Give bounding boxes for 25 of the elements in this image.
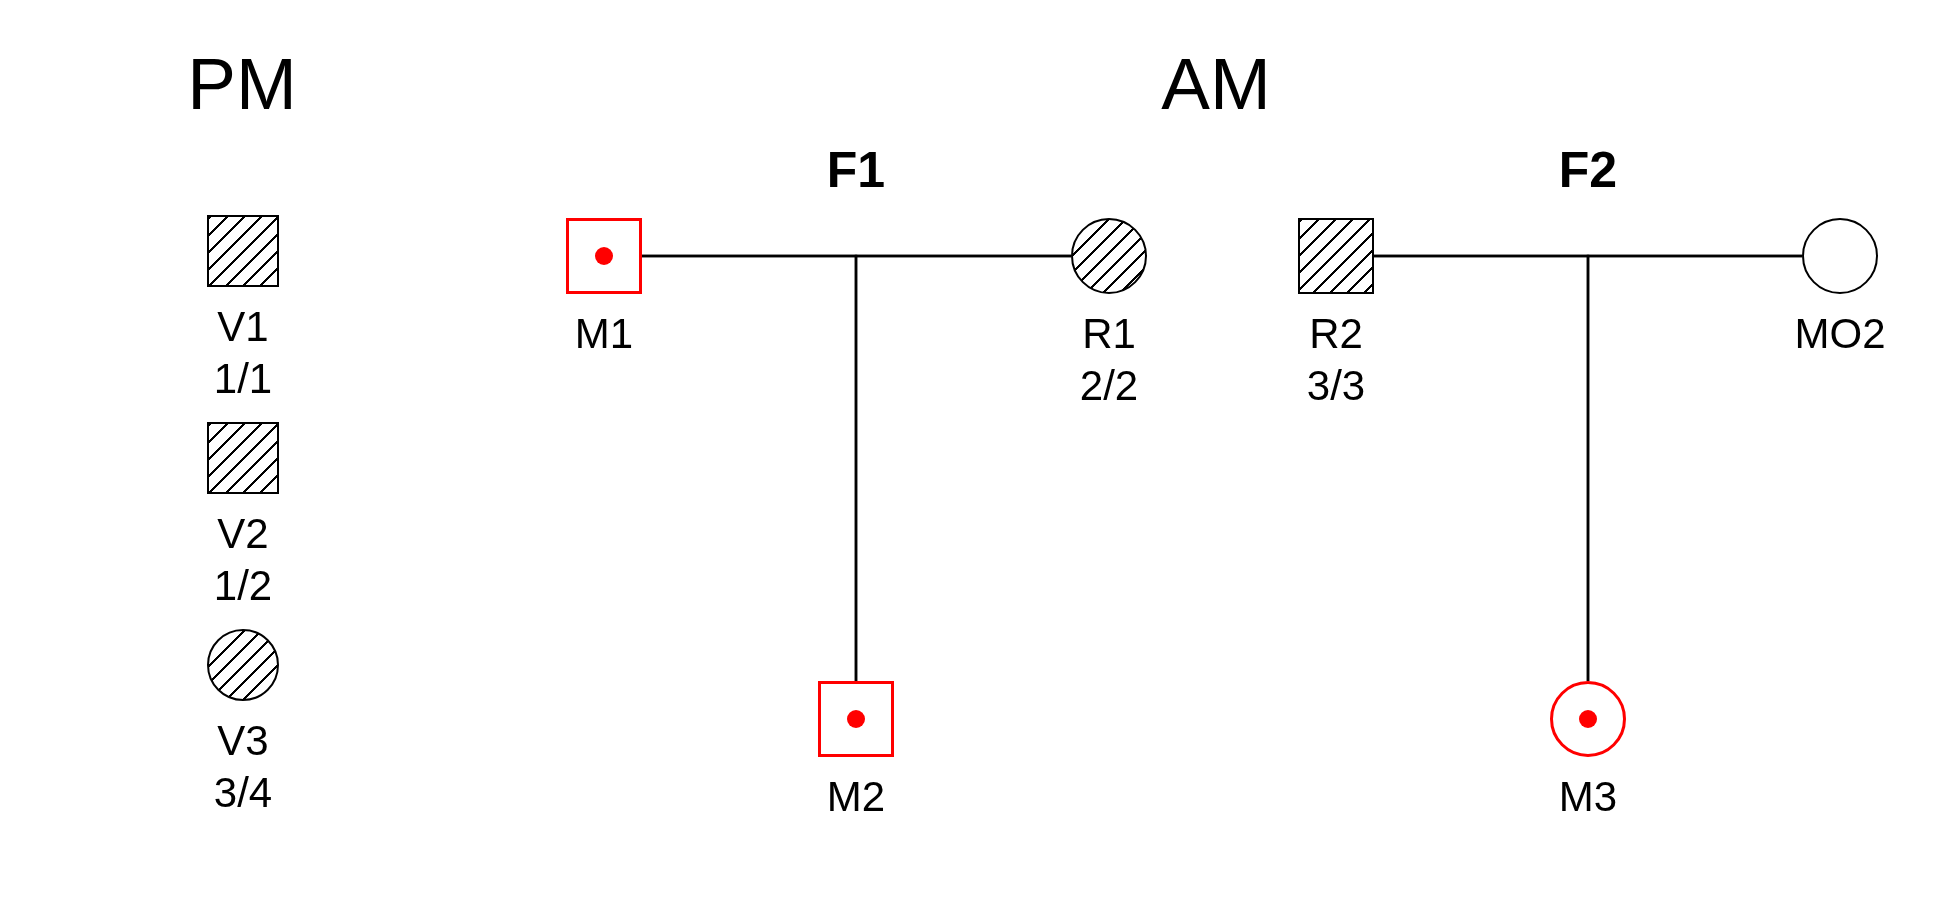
genotype-label: 3/4 xyxy=(213,769,273,817)
individual-id: R1 xyxy=(1082,310,1136,358)
individual-id: MO2 xyxy=(1794,310,1886,358)
genotype-label: 2/2 xyxy=(1079,362,1139,410)
individual-id: R2 xyxy=(1309,310,1363,358)
hatched-square-symbol xyxy=(207,422,279,494)
individual-id: V2 xyxy=(217,510,269,558)
section-heading: PM xyxy=(187,42,297,126)
square-symbol xyxy=(818,681,894,757)
connector-line xyxy=(854,254,1071,681)
individual-id: M1 xyxy=(574,310,634,358)
connector-line xyxy=(1586,254,1802,681)
individual-id: M3 xyxy=(1558,773,1618,821)
hatched-square-symbol xyxy=(207,215,279,287)
family-label: F1 xyxy=(826,141,886,199)
individual-id: M2 xyxy=(826,773,886,821)
family-label: F2 xyxy=(1558,141,1618,199)
hatched-square-symbol xyxy=(1298,218,1374,294)
genotype-label: 1/2 xyxy=(213,562,273,610)
square-symbol xyxy=(566,218,642,294)
genotype-label: 1/1 xyxy=(213,355,273,403)
section-heading: AM xyxy=(1161,42,1271,126)
individual-id: V3 xyxy=(217,717,269,765)
individual-id: V1 xyxy=(217,303,269,351)
genotype-label: 3/3 xyxy=(1306,362,1366,410)
